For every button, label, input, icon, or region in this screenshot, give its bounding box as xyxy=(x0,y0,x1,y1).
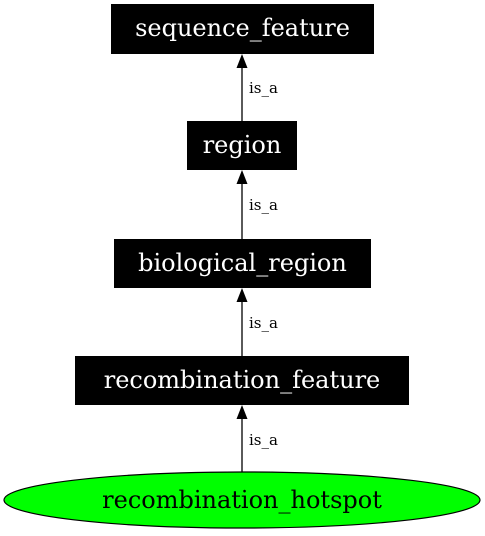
node-box xyxy=(187,121,297,170)
edge-label: is_a xyxy=(249,431,278,449)
arrowhead xyxy=(236,288,248,302)
arrowhead xyxy=(236,54,248,68)
edge-recombination-feature-to-biological-region: is_a xyxy=(236,288,278,356)
edge-label: is_a xyxy=(249,314,278,332)
node-label: biological_region xyxy=(138,249,347,277)
node-label: recombination_hotspot xyxy=(102,486,382,514)
node-recombination-hotspot[interactable]: recombination_hotspot xyxy=(3,471,481,529)
edge-region-to-sequence-feature: is_a xyxy=(236,54,278,121)
edge-label: is_a xyxy=(249,196,278,214)
node-region[interactable]: region xyxy=(187,121,297,170)
node-recombination-feature[interactable]: recombination_feature xyxy=(75,356,409,405)
node-label: recombination_feature xyxy=(104,366,381,394)
edge-recombination-hotspot-to-recombination-feature: is_a xyxy=(236,405,278,474)
arrowhead xyxy=(236,405,248,419)
node-ellipse xyxy=(3,471,481,529)
node-label: sequence_feature xyxy=(135,14,350,42)
node-biological-region[interactable]: biological_region xyxy=(114,239,371,288)
edge-label: is_a xyxy=(249,79,278,97)
node-box xyxy=(114,239,371,288)
arrowhead xyxy=(236,170,248,184)
node-label: region xyxy=(203,131,282,159)
edge-biological-region-to-region: is_a xyxy=(236,170,278,239)
node-box xyxy=(75,356,409,405)
node-sequence-feature[interactable]: sequence_feature xyxy=(111,4,374,54)
node-box xyxy=(111,4,374,54)
